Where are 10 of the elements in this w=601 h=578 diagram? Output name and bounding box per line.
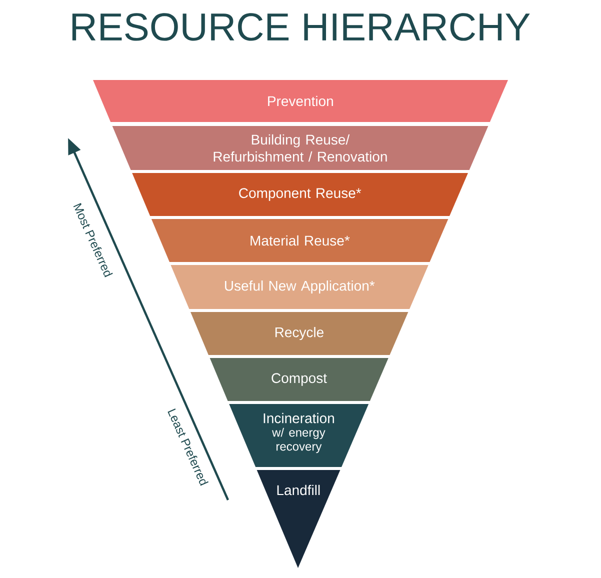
- hierarchy-band: Material Reuse*: [151, 219, 448, 262]
- hierarchy-band: Useful New Application*: [170, 265, 428, 309]
- hierarchy-band: Recycle: [190, 312, 408, 355]
- hierarchy-band: Prevention: [93, 80, 508, 122]
- hierarchy-band: Building Reuse/ Refurbishment / Renovation: [112, 126, 488, 170]
- hierarchy-band: Incineration w/ energy recovery: [229, 404, 369, 467]
- hierarchy-band: Component Reuse*: [132, 173, 468, 216]
- hierarchy-band: Compost: [210, 358, 388, 401]
- title: RESOURCE HIERARCHY: [72, 13, 530, 41]
- hierarchy-band: Landfill: [256, 470, 340, 568]
